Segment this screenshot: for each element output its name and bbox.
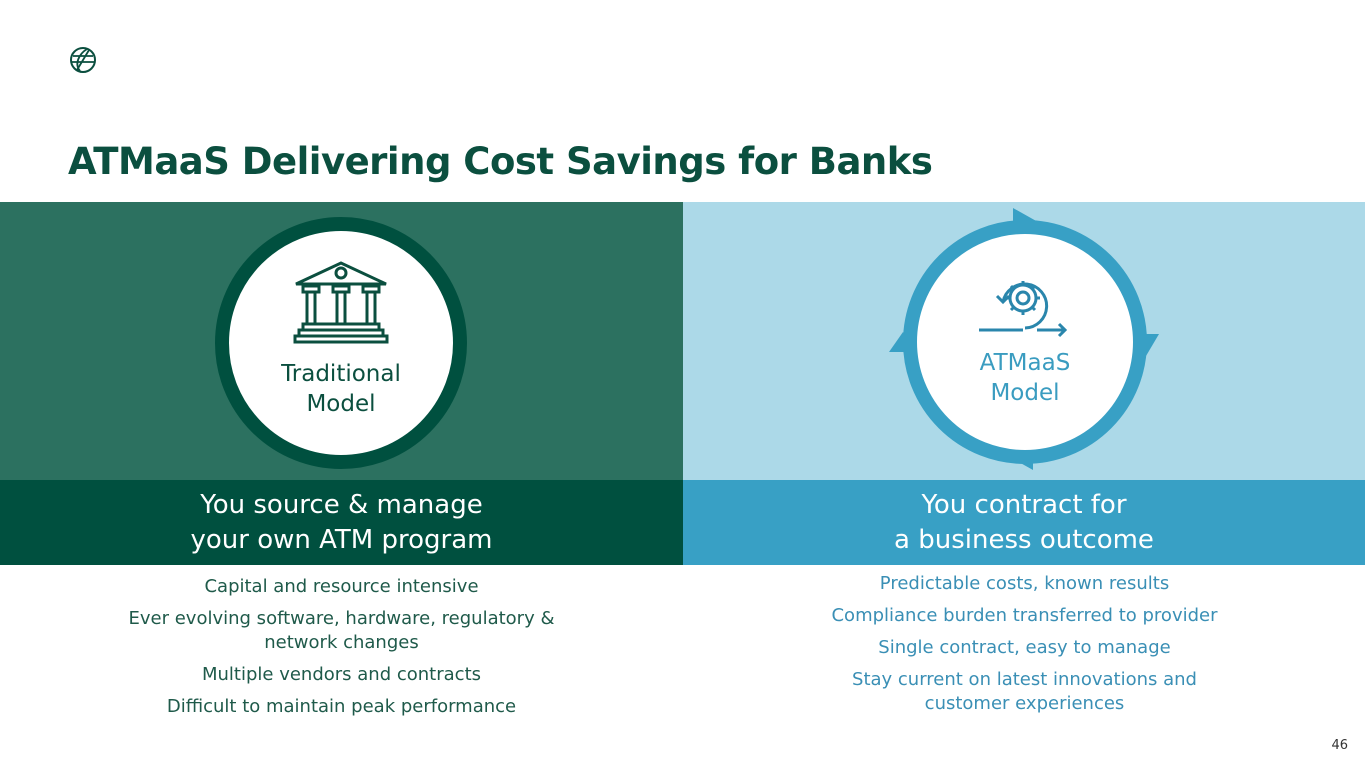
atmaas-label-1: ATMaaS: [979, 350, 1071, 376]
atmaas-model-circle: ATMaaS Model: [903, 220, 1147, 464]
traditional-points: Capital and resource intensive Ever evol…: [90, 575, 593, 727]
traditional-label-2: Model: [306, 391, 376, 417]
atmaas-band-line-1: You contract for: [921, 490, 1127, 520]
traditional-band-line-2: your own ATM program: [190, 525, 493, 555]
atmaas-band: You contract for a business outcome: [683, 480, 1365, 565]
traditional-band-line-1: You source & manage: [200, 490, 483, 520]
list-item: Capital and resource intensive: [204, 576, 479, 597]
list-item: Multiple vendors and contracts: [201, 664, 482, 685]
bank-icon: [293, 261, 389, 344]
traditional-model-circle: Traditional Model: [215, 217, 467, 469]
page-number: 46: [1331, 738, 1348, 753]
list-item: Compliance burden transferred to provide…: [831, 605, 1218, 626]
gear-cycle-icon: [979, 281, 1068, 338]
atmaas-label-2: Model: [990, 380, 1060, 406]
list-item: Single contract, easy to manage: [878, 637, 1171, 658]
list-item: Difficult to maintain peak performance: [166, 696, 517, 717]
list-item: Predictable costs, known results: [879, 573, 1170, 594]
atmaas-band-line-2: a business outcome: [894, 525, 1154, 555]
atmaas-points: Predictable costs, known results Complia…: [773, 572, 1276, 724]
traditional-label-1: Traditional: [281, 361, 401, 387]
list-item: Ever evolving software, hardware, regula…: [128, 608, 555, 653]
list-item: Stay current on latest innovations and c…: [852, 669, 1197, 714]
globe-logo-icon: [70, 47, 96, 73]
page-title: ATMaaS Delivering Cost Savings for Banks: [68, 140, 933, 183]
traditional-band: You source & manage your own ATM program: [0, 480, 683, 565]
